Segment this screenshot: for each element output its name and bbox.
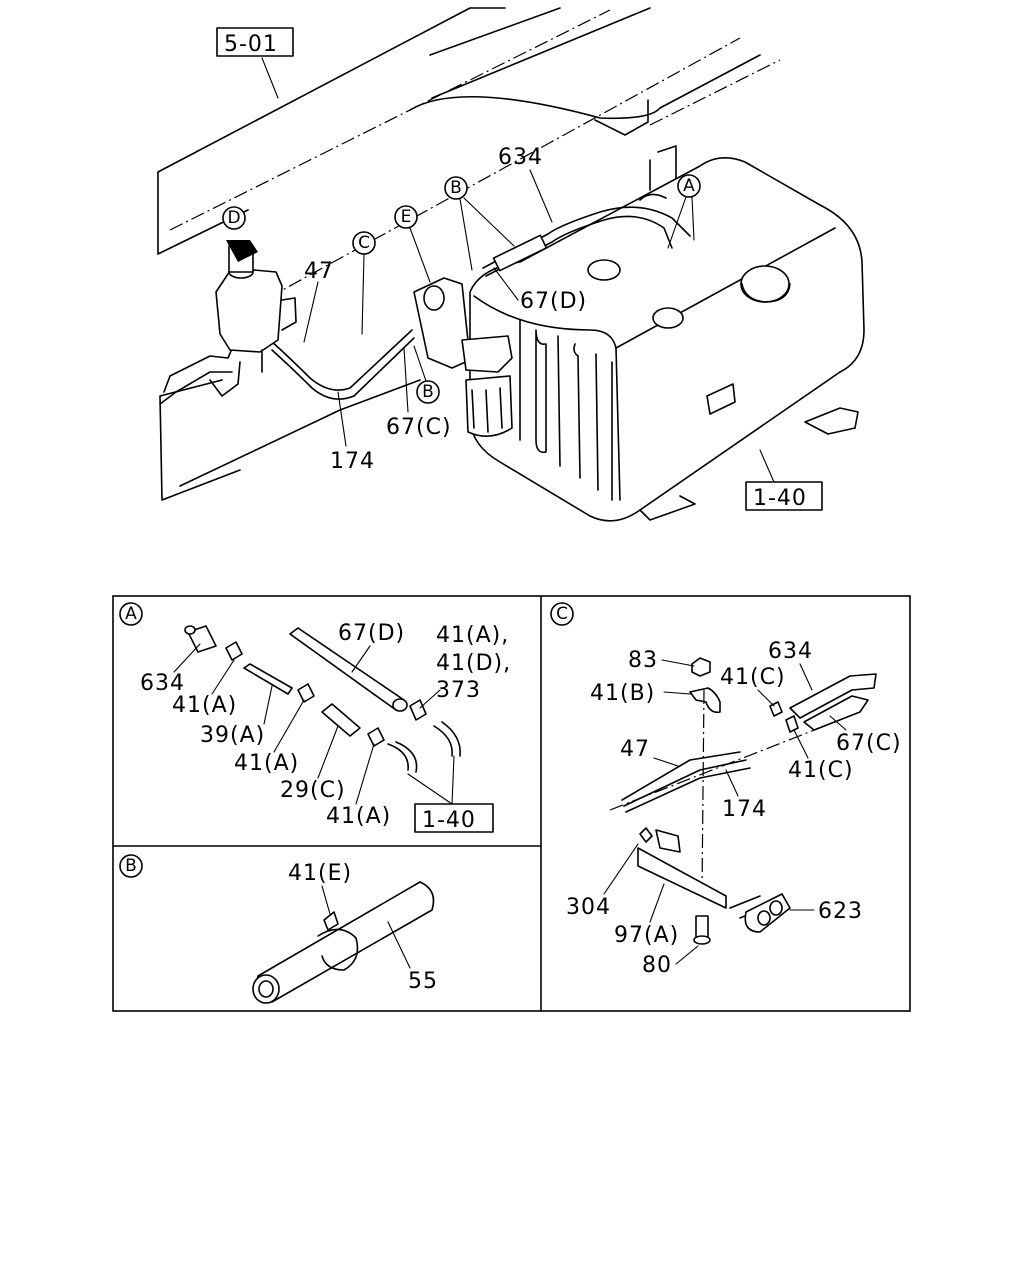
panel-a-41a-1-label: 41(A) — [172, 693, 237, 718]
chassis-frame-rail — [157, 7, 781, 501]
panel-c-80-label: 80 — [642, 953, 672, 978]
fuel-lines — [159, 206, 691, 405]
svg-text:A: A — [683, 176, 695, 196]
part-47-label: 47 — [304, 259, 334, 284]
panel-c-83-label: 83 — [628, 648, 658, 673]
frame-reference-box — [216, 27, 294, 57]
panel-a-39a-label: 39(A) — [200, 723, 265, 748]
fuel-tank — [469, 145, 865, 522]
panel-a-67d-label: 67(D) — [338, 621, 405, 646]
detail-panel-a: A 634 41(A) 39(A) 41(A) 29(C) 41(A) 67(D… — [119, 602, 511, 833]
part-174-label: 174 — [330, 449, 375, 474]
panel-c-41b-label: 41(B) — [590, 681, 655, 706]
callout-a: A — [667, 174, 701, 249]
callout-e: E — [394, 205, 431, 283]
panel-a-41a-list-label: 41(A), — [436, 623, 509, 648]
panel-c-47-label: 47 — [620, 737, 650, 762]
callout-c: C — [352, 231, 376, 335]
callout-b-top: B — [444, 176, 515, 271]
svg-text:C: C — [358, 233, 370, 253]
part-634-label: 634 — [498, 145, 543, 170]
panel-a-41a-2-label: 41(A) — [234, 751, 299, 776]
detail-panel-b: B 41(E) 55 — [119, 854, 438, 1004]
svg-text:B: B — [450, 178, 462, 198]
panel-a-29c-label: 29(C) — [280, 778, 346, 803]
panel-c-174-label: 174 — [722, 797, 767, 822]
panel-a-634-label: 634 — [140, 671, 185, 696]
tank-reference-box — [745, 481, 823, 511]
panel-c-97a-label: 97(A) — [614, 923, 679, 948]
tank-reference-label: 1-40 — [753, 486, 807, 511]
panel-c-634-label: 634 — [768, 639, 813, 664]
panel-a-41d-list-label: 41(D), — [436, 651, 511, 676]
panel-a-tank-reference-label: 1-40 — [422, 808, 476, 833]
panel-a-41a-3-label: 41(A) — [326, 804, 391, 829]
panel-c-41c-2-label: 41(C) — [788, 758, 854, 783]
frame-reference-label: 5-01 — [224, 32, 278, 57]
svg-text:E: E — [401, 207, 412, 227]
svg-text:B: B — [125, 856, 137, 876]
panel-c-304-label: 304 — [566, 895, 611, 920]
svg-text:C: C — [556, 604, 568, 624]
part-67d-label: 67(D) — [520, 289, 587, 314]
panel-b-55-label: 55 — [408, 969, 438, 994]
panel-b-tag — [119, 854, 143, 878]
panel-b-41e-label: 41(E) — [288, 861, 352, 886]
callout-b-lower: B — [413, 345, 440, 404]
water-separator — [413, 277, 513, 437]
panel-c-tag — [550, 602, 574, 626]
svg-text:B: B — [422, 382, 434, 402]
svg-text:D: D — [227, 208, 240, 228]
panel-a-tank-reference-box — [414, 803, 494, 833]
panel-a-tag — [119, 602, 143, 626]
svg-text:A: A — [125, 604, 137, 624]
panel-a-373-label: 373 — [436, 678, 481, 703]
panel-c-41c-1-label: 41(C) — [720, 665, 786, 690]
detail-panel-c: C 83 41(B) 41(C) 634 67(C) 41(C) 47 174 — [550, 602, 902, 978]
part-67c-label: 67(C) — [386, 415, 452, 440]
panel-c-67c-label: 67(C) — [836, 731, 902, 756]
detail-panels-frame — [112, 595, 911, 1012]
callout-d: D — [222, 206, 258, 262]
panel-c-623-label: 623 — [818, 899, 863, 924]
fuel-filter — [209, 245, 297, 397]
